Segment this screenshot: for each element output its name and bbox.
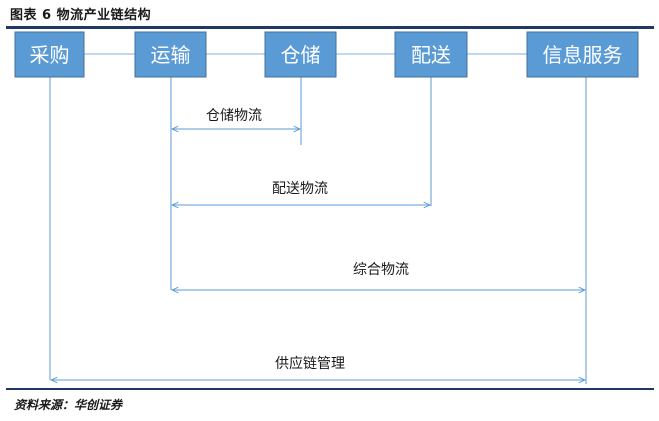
flow-label: 配送物流 xyxy=(272,181,328,197)
flow-label: 仓储物流 xyxy=(206,108,262,124)
node-warehouse: 仓储 xyxy=(264,31,337,78)
flow-label: 综合物流 xyxy=(353,262,409,278)
node-label: 采购 xyxy=(30,43,70,67)
node-label: 运输 xyxy=(151,43,191,67)
flow-integrated-logistics: 综合物流 xyxy=(172,262,585,290)
node-label: 配送 xyxy=(411,43,451,67)
node-info-service: 信息服务 xyxy=(526,31,639,78)
node-procurement: 采购 xyxy=(14,31,85,78)
node-label: 仓储 xyxy=(281,43,321,67)
flow-label: 供应链管理 xyxy=(275,355,345,372)
bottom-rule xyxy=(6,388,654,390)
flow-distribution-logistics: 配送物流 xyxy=(172,181,430,205)
flow-supply-chain-management: 供应链管理 xyxy=(51,355,585,380)
node-label: 信息服务 xyxy=(543,43,623,67)
source-note: 资料来源：华创证券 xyxy=(14,398,123,412)
node-transport: 运输 xyxy=(134,31,207,78)
figure-title: 图表 6 物流产业链结构 xyxy=(10,8,152,23)
flow-warehouse-logistics: 仓储物流 xyxy=(172,108,300,129)
top-rule xyxy=(6,26,654,29)
node-distribution: 配送 xyxy=(394,31,468,78)
